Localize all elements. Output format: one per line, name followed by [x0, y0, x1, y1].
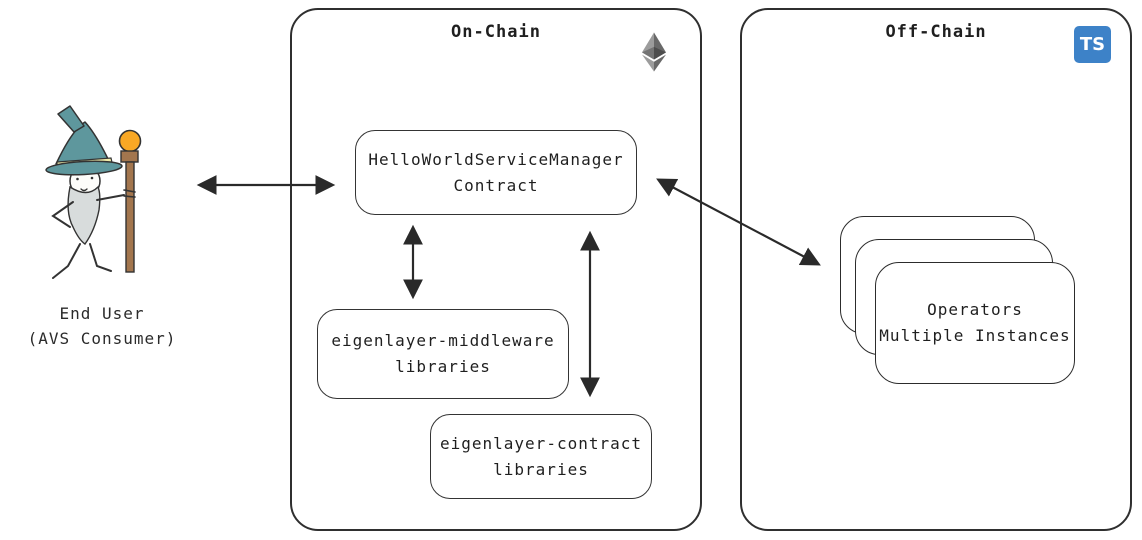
service-manager-line2: Contract	[453, 175, 539, 195]
off-chain-container: Off-Chain TS Operators Multiple Instance…	[740, 8, 1132, 531]
operator-instance-front: Operators Multiple Instances	[875, 262, 1075, 384]
wizard-beard	[67, 185, 101, 245]
operators-line2: Multiple Instances	[879, 326, 1071, 345]
middleware-line1: eigenlayer-middleware	[331, 331, 555, 350]
wizard-hat-cone	[55, 121, 110, 165]
contract-line1: eigenlayer-contract	[439, 433, 643, 453]
on-chain-container: On-Chain HelloWorldServiceManager Contra…	[290, 8, 702, 531]
service-manager-box: HelloWorldServiceManager Contract	[355, 130, 637, 215]
wizard-hat-tip	[57, 105, 85, 133]
wizard-hat-brim	[45, 160, 123, 176]
end-user-label-line1: End User	[59, 304, 145, 323]
wizard-right-arm	[96, 194, 125, 201]
typescript-icon: TS	[1074, 26, 1111, 63]
staff	[125, 161, 135, 273]
middleware-line2: libraries	[395, 357, 491, 376]
wizard-left-brow	[72, 172, 82, 176]
wizard-right-eye	[90, 176, 94, 180]
wizard-hat-band	[56, 157, 114, 172]
staff-cap	[120, 150, 139, 163]
typescript-icon-label: TS	[1079, 34, 1106, 55]
wizard-left-arm	[51, 201, 74, 228]
wizard-left-eye	[76, 177, 79, 181]
wizard-left-leg	[52, 243, 81, 279]
off-chain-title: Off-Chain	[885, 22, 987, 42]
on-chain-title: On-Chain	[451, 22, 541, 42]
operators-line1: Operators	[927, 300, 1023, 319]
end-user-label-line2: (AVS Consumer)	[27, 329, 177, 348]
wizard-smile	[80, 188, 88, 192]
ethereum-icon	[642, 32, 666, 72]
wizard-right-leg	[89, 243, 112, 272]
middleware-libraries-box: eigenlayer-middleware libraries	[317, 309, 569, 399]
wizard-end-user-illustration	[45, 105, 142, 279]
wizard-right-brow	[87, 171, 97, 175]
end-user-label: End User (AVS Consumer)	[2, 301, 202, 351]
wizard-head	[69, 165, 101, 197]
service-manager-line1: HelloWorldServiceManager	[368, 149, 624, 169]
contract-libraries-box: eigenlayer-contract libraries	[430, 414, 652, 499]
contract-line2: libraries	[493, 459, 589, 479]
staff-orb	[118, 129, 142, 153]
wizard-hand	[123, 189, 136, 198]
